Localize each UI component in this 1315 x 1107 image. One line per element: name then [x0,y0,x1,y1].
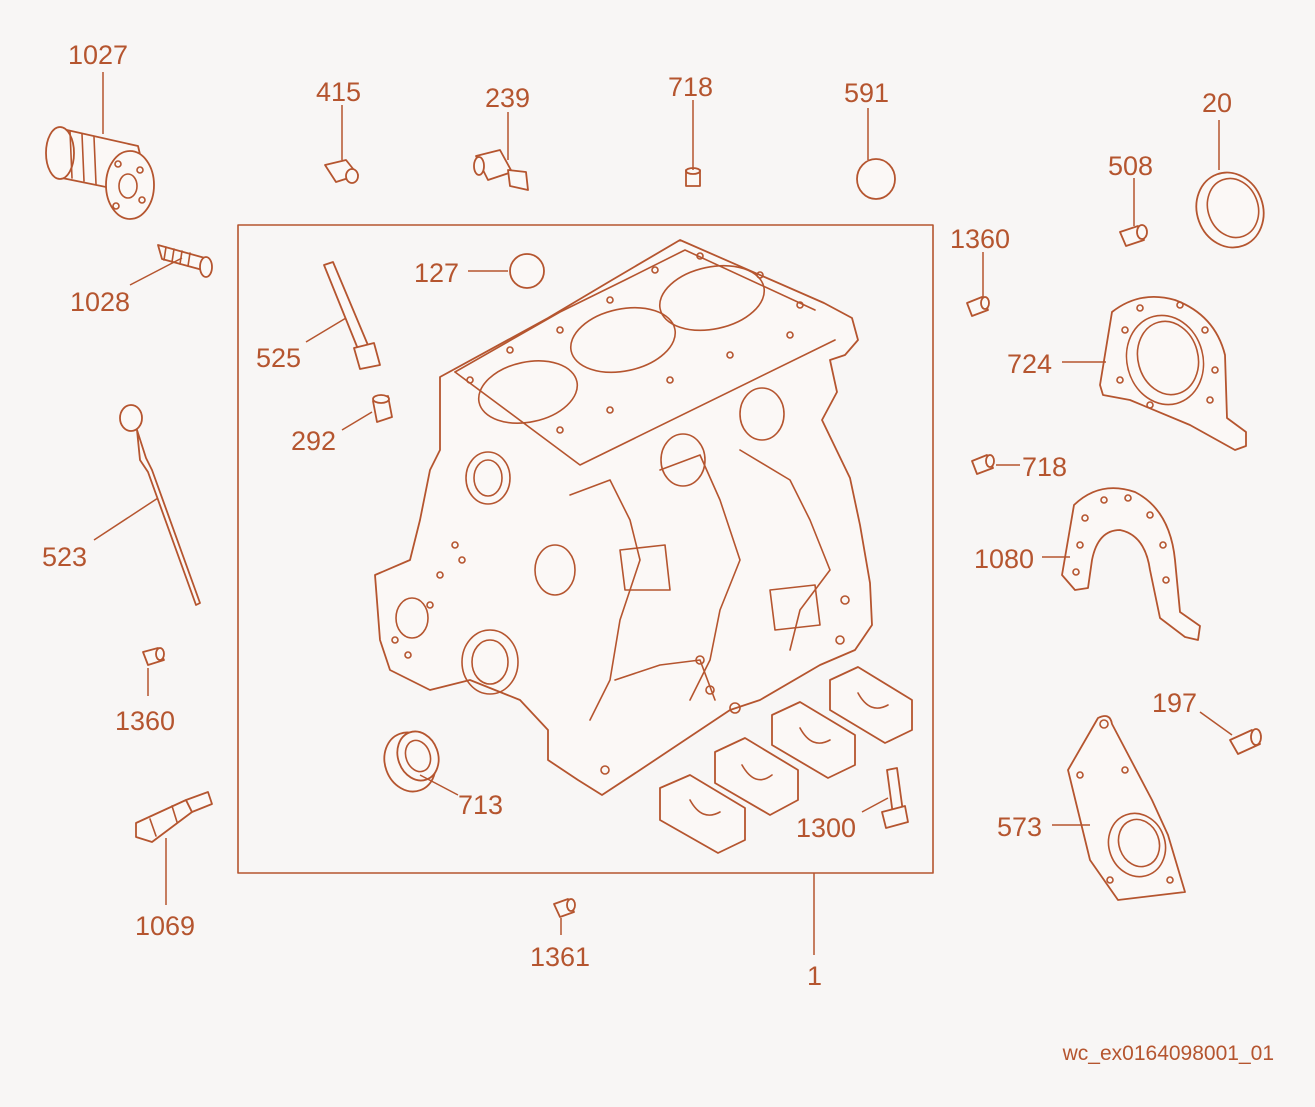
bushing-part-292[interactable] [372,394,393,423]
dowel-pin-part-718-right[interactable] [971,454,995,475]
callout-1360-left: 1360 [115,706,175,736]
callout-718-right: 718 [1022,452,1067,482]
callout-1: 1 [807,961,822,991]
callout-20: 20 [1202,88,1232,118]
plug-part-415[interactable] [324,159,359,184]
callout-523: 523 [42,542,87,572]
callout-1360-right: 1360 [950,224,1010,254]
oil-pressure-switch-part[interactable] [473,149,529,191]
engine-block-group-frame [237,224,934,874]
cap-plug-part-591[interactable] [856,158,896,200]
callout-415: 415 [316,77,361,107]
callout-292: 292 [291,426,336,456]
callout-713: 713 [458,790,503,820]
filter-nipple-part[interactable] [157,244,213,278]
callout-239: 239 [485,83,530,113]
callout-573: 573 [997,812,1042,842]
cap-plug-part-127[interactable] [509,253,545,289]
dowel-pin-part-718-top[interactable] [685,167,701,187]
callout-197: 197 [1152,688,1197,718]
pipe-part-525[interactable] [323,261,381,370]
callout-591: 591 [844,78,889,108]
callout-724: 724 [1007,349,1052,379]
gasket-part-1080[interactable] [1061,487,1201,641]
dipstick-part[interactable] [119,404,201,606]
main-bearing-caps-part[interactable] [659,666,913,854]
callout-718-top: 718 [668,72,713,102]
callout-525: 525 [256,343,301,373]
callout-508: 508 [1108,151,1153,181]
oil-filter-part[interactable] [45,126,155,220]
oil-seal-case-part-724[interactable] [1099,295,1247,451]
drawing-code: wc_ex0164098001_01 [1062,1042,1274,1065]
dowel-pin-part-left[interactable] [142,647,165,666]
drain-cock-part[interactable] [135,791,213,843]
cylinder-block-part[interactable] [374,239,873,796]
callout-127: 127 [414,258,459,288]
dowel-pin-part-right[interactable] [966,296,990,317]
callout-1361: 1361 [530,942,590,972]
callout-1027: 1027 [68,40,128,70]
plug-part-508[interactable] [1119,224,1148,247]
bolt-part-197[interactable] [1229,728,1262,755]
dowel-pin-part-1361[interactable] [553,898,576,918]
oil-seal-part-713[interactable] [376,725,445,798]
callout-1069: 1069 [135,911,195,941]
rear-plate-part-573[interactable] [1067,715,1186,901]
callout-1080: 1080 [974,544,1034,574]
oil-seal-part-20[interactable] [1186,163,1274,257]
callout-1300: 1300 [796,813,856,843]
cap-bolt-part-1300[interactable] [881,767,909,829]
callout-1028: 1028 [70,287,130,317]
